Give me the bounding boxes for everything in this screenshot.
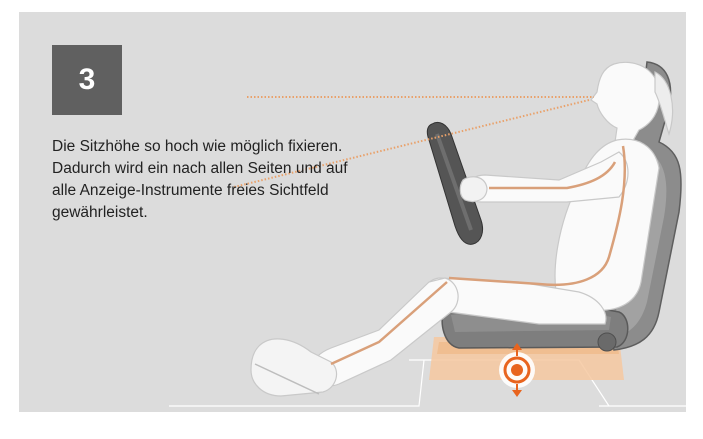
step-instruction-text: Die Sitzhöhe so hoch wie möglich fixiere… bbox=[52, 136, 352, 224]
instruction-panel: 3 Die Sitzhöhe so hoch wie möglich fixie… bbox=[19, 12, 686, 412]
step-number-badge: 3 bbox=[52, 45, 122, 115]
